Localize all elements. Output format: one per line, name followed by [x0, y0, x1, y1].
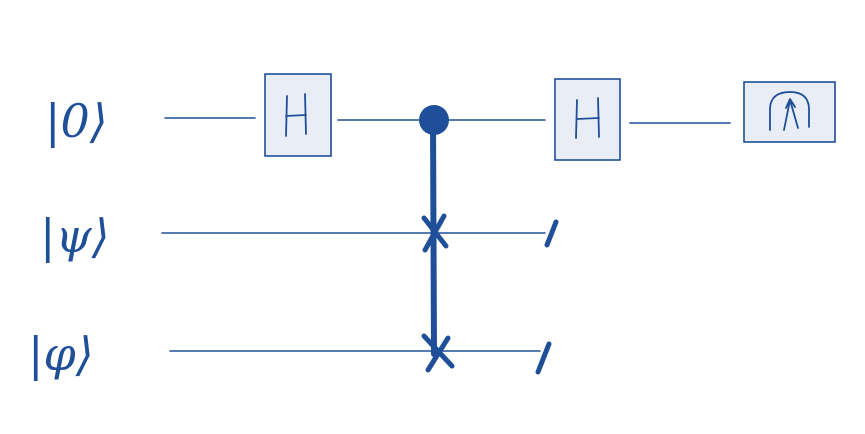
- hadamard-gate-1: [264, 73, 332, 157]
- control-dot: [419, 105, 449, 135]
- svg-text:|φ⟩: |φ⟩: [28, 327, 94, 381]
- discard-mark-1: [544, 219, 559, 248]
- hadamard-gate-2: [554, 78, 621, 161]
- measurement-gate: [743, 81, 836, 143]
- qubit-label-phi: |φ⟩: [28, 327, 94, 381]
- meter-icon: [769, 91, 810, 131]
- discard-mark-2: [535, 341, 552, 375]
- swap-cross-2: [421, 333, 455, 373]
- h-glyph-1: [285, 93, 307, 137]
- qubit-label-psi: |ψ⟩: [40, 209, 110, 263]
- svg-text:|ψ⟩: |ψ⟩: [40, 209, 110, 263]
- h-glyph-2: [575, 97, 600, 139]
- svg-text:|0⟩: |0⟩: [45, 94, 108, 148]
- qubit-label-0: |0⟩: [45, 94, 108, 148]
- swap-cross-1: [421, 213, 449, 253]
